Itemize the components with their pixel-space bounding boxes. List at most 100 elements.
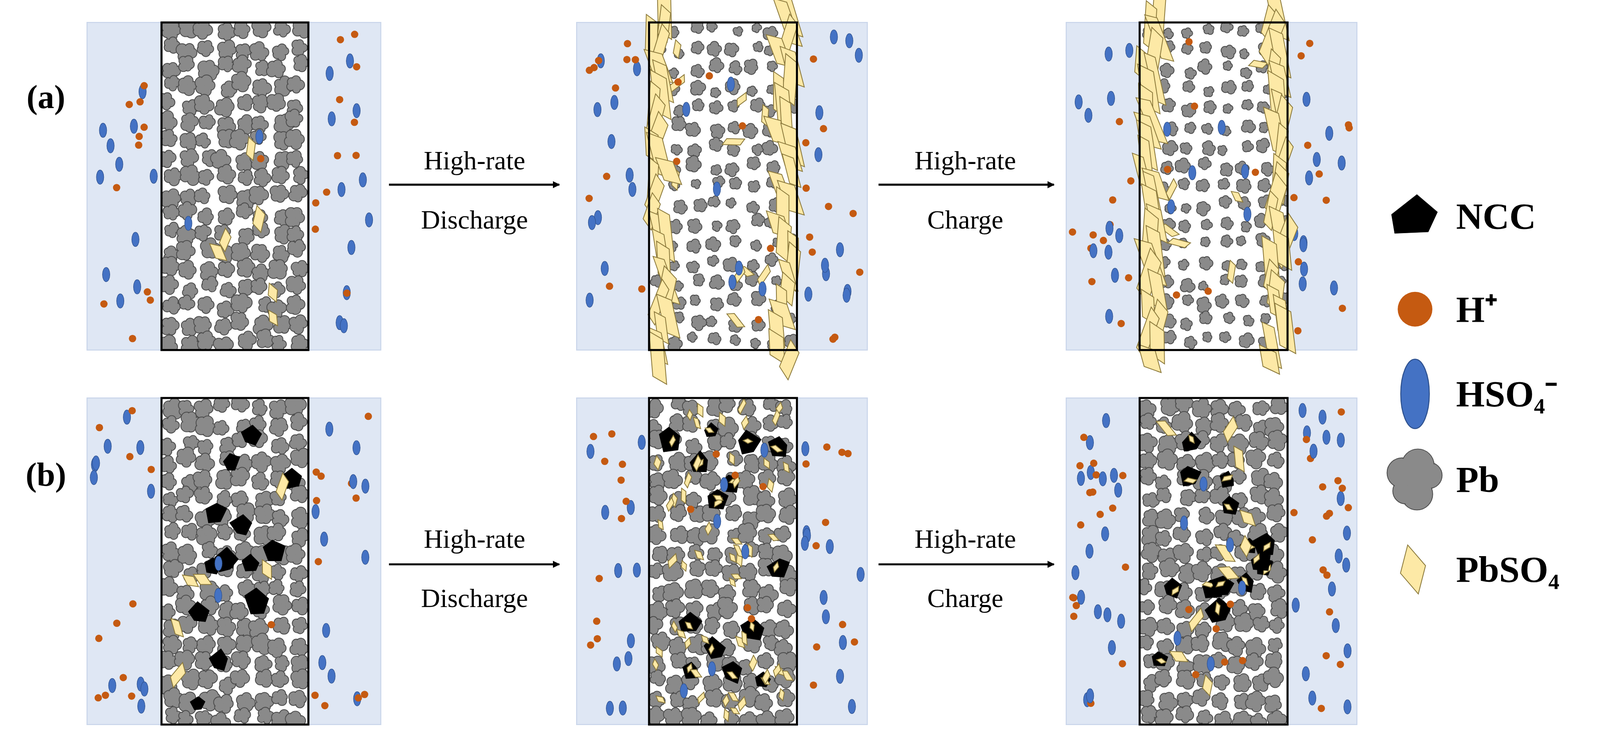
pb-fill [224, 117, 233, 126]
pb-particle [194, 187, 210, 204]
h-ion [638, 285, 646, 293]
hso4-ion [184, 216, 193, 231]
pb-particle [231, 71, 251, 92]
hso4-ion [102, 267, 111, 282]
pb-particle [161, 317, 180, 335]
pb-particle [161, 334, 178, 350]
pb-fill [292, 100, 300, 108]
h-ion [312, 199, 320, 207]
pb-fill [238, 293, 248, 303]
pb-particle [290, 260, 309, 277]
h-ion [140, 81, 148, 90]
h-ion [595, 56, 603, 65]
pb-fill [224, 208, 232, 216]
h-ion [112, 183, 121, 192]
h-ion [623, 55, 631, 64]
pb-particle [161, 274, 179, 295]
hso4-ion [625, 168, 634, 183]
pb-fill [244, 331, 253, 341]
pb-particle [293, 54, 309, 72]
pb-fill [205, 60, 214, 69]
pb-particle [180, 132, 198, 151]
pb-fill [237, 313, 246, 321]
pb-fill [187, 189, 194, 197]
hso4-ion [359, 172, 367, 188]
pb-fill [170, 213, 176, 220]
h-ion [257, 154, 265, 163]
pb-particle [284, 129, 305, 150]
pb-particle [250, 244, 270, 263]
pb-fill [187, 174, 198, 185]
pb-fill [202, 208, 211, 217]
pb-fill [296, 167, 305, 176]
pb-particle [201, 276, 218, 292]
pb-fill [276, 336, 283, 342]
pbso4-crystal [252, 205, 266, 233]
h-ion [100, 300, 108, 308]
pb-fill [237, 162, 245, 170]
pb-particle [218, 22, 236, 41]
pb-fill [183, 202, 191, 210]
pb-fill [237, 72, 247, 82]
pb-fill [185, 44, 194, 53]
pb-fill [201, 141, 208, 148]
pb-particle [272, 43, 289, 61]
hso4-ion [328, 111, 336, 127]
pb-particle [237, 169, 253, 186]
pb-fill [185, 113, 194, 122]
h-ion [585, 66, 594, 75]
pb-particle [164, 167, 183, 186]
pb-fill [176, 44, 188, 56]
pb-fill [258, 95, 267, 104]
hso4-ion [628, 182, 637, 197]
pb-fill [256, 187, 265, 195]
pb-particle [254, 168, 272, 187]
pb-fill [272, 343, 279, 350]
electrode-ground [648, 22, 797, 350]
pb-particle [238, 331, 257, 351]
pb-fill [298, 261, 306, 269]
pb-particle [217, 164, 236, 184]
pb-fill [241, 44, 249, 53]
pb-fill [184, 56, 193, 65]
pb-fill [187, 165, 197, 175]
pb-fill [216, 150, 226, 160]
pb-fill [221, 319, 230, 327]
h-ion [134, 141, 143, 149]
pb-fill [237, 267, 246, 276]
hso4-ion [588, 215, 596, 230]
pb-fill [162, 325, 171, 334]
h-ion [140, 123, 148, 131]
pb-particle [199, 114, 216, 130]
pb-fill [259, 79, 267, 87]
pb-fill [219, 262, 226, 270]
pb-particle [194, 94, 215, 115]
pb-fill [201, 317, 209, 325]
pb-fill [254, 177, 262, 184]
pb-fill [237, 55, 247, 65]
pb-fill [170, 76, 178, 83]
pb-fill [243, 95, 251, 103]
electrode-contents [648, 22, 797, 350]
pb-fill [186, 318, 194, 327]
pbso4-crystal [268, 309, 278, 326]
hso4-ion [326, 66, 334, 81]
h-ion [611, 84, 620, 92]
pb-particle [176, 240, 195, 261]
h-ion [135, 132, 143, 141]
hso4-ion [855, 48, 863, 63]
h-ion [143, 288, 152, 296]
pb-particle [273, 22, 291, 37]
pb-fill [222, 337, 231, 346]
hso4-ion [115, 157, 123, 172]
hso4-ion [130, 119, 138, 134]
h-ion [603, 172, 611, 181]
pb-particle [293, 166, 309, 185]
hso4-ion [845, 33, 853, 49]
pb-fill [295, 335, 305, 344]
hso4-ion [607, 134, 616, 149]
pb-particle [218, 184, 238, 204]
hso4-ion [255, 129, 264, 145]
pb-particle [180, 164, 202, 186]
